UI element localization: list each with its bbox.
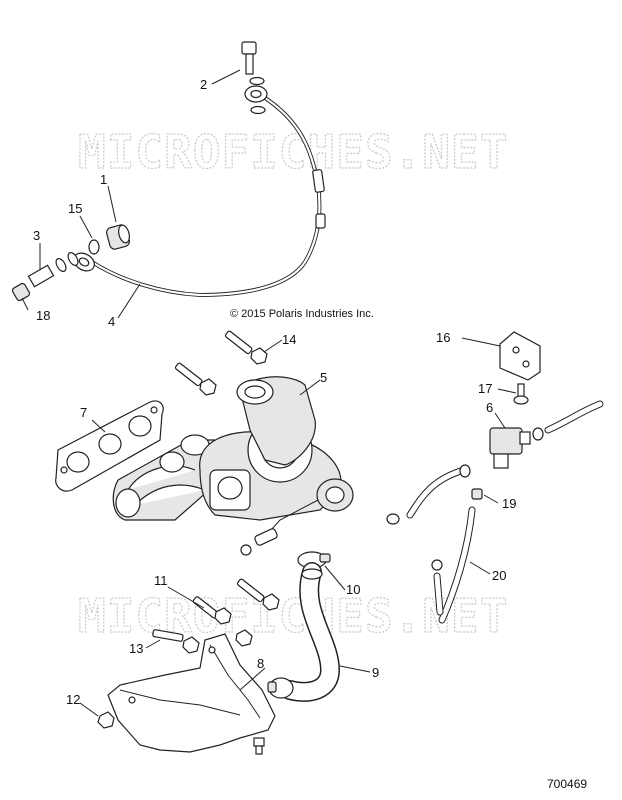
copyright-notice: © 2015 Polaris Industries Inc. [230,308,374,320]
callout-2: 2 [200,77,207,92]
hose-part20 [431,506,476,624]
clip-part19 [471,488,483,500]
bracket-part16 [499,331,541,381]
callout-15: 15 [68,201,82,216]
callout-9: 9 [372,665,379,680]
callout-5: 5 [320,370,327,385]
banjo-bolt-top [241,41,266,115]
watermark-top: MICROFICHES.NET [78,125,508,179]
callout-7: 7 [80,405,87,420]
callout-1: 1 [100,172,107,187]
oil-feed-line [73,85,326,298]
turbocharger [199,376,354,556]
callout-6: 6 [486,400,493,415]
clamp-lower [267,677,294,699]
washer-part15 [88,239,100,255]
boost-solenoid [489,400,604,469]
callout-17: 17 [478,381,492,396]
fitting-part1 [106,224,130,250]
callout-8: 8 [257,656,264,671]
vacuum-hose-small [386,464,471,525]
callout-11: 11 [154,573,168,588]
studs-part11-13 [152,578,280,654]
callout-10: 10 [346,582,360,597]
callout-3: 3 [33,228,40,243]
callout-19: 19 [502,496,516,511]
callout-14: 14 [282,332,296,347]
exhaust-gasket [55,400,164,492]
intake-hose [280,562,341,702]
callout-4: 4 [108,314,115,329]
studs-part14 [174,330,268,396]
bolt-part17 [513,383,529,405]
document-number: 700469 [547,777,587,791]
leader-lines [21,69,517,717]
callout-13: 13 [129,641,143,656]
banjo-bolt-bottom [11,252,79,302]
callout-12: 12 [66,692,80,707]
callout-20: 20 [492,568,506,583]
heat-shield [107,633,276,753]
callout-16: 16 [436,330,450,345]
callout-18: 18 [36,308,50,323]
bolts-part12 [97,711,265,755]
